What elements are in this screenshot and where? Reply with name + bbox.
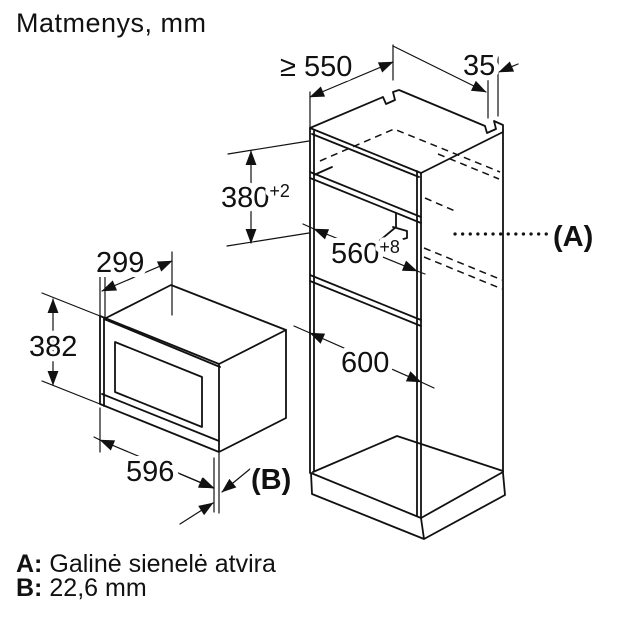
label-niche-height: 380+2	[221, 181, 290, 214]
extension-lines	[226, 140, 310, 247]
cabinet-top-front-edge	[309, 127, 422, 178]
leader-tails	[293, 325, 435, 389]
callout-b-leader-from-label	[221, 468, 251, 493]
dim-appliance-depth	[99, 251, 173, 321]
dimension-lines	[41, 44, 551, 525]
label-niche-height-tolerance: +2	[269, 181, 290, 201]
label-rear-gap: 35	[463, 50, 495, 82]
leader-tails	[302, 223, 426, 275]
cabinet-niche-floor-shelf	[309, 274, 422, 327]
microwave-door-window	[114, 341, 203, 428]
label-min-depth: ≥ 550	[280, 51, 352, 83]
note-a-key: A:	[16, 550, 43, 578]
extension-lines	[487, 56, 499, 119]
cabinet-right-panel-top-edge	[420, 131, 504, 174]
cabinet-drawing	[309, 89, 506, 540]
leader-tail	[93, 436, 101, 441]
cabinet-bottom-and-plinth	[310, 471, 506, 540]
label-niche-width-value: 560	[331, 238, 379, 270]
label-callout-a: (A)	[553, 221, 593, 253]
label-callout-b: (B)	[251, 464, 291, 496]
dim-rear-gap	[392, 45, 519, 119]
label-appliance-height: 382	[29, 331, 77, 363]
dim-niche-height	[226, 140, 310, 247]
hidden-shelf-back-edge-lower	[423, 247, 503, 290]
label-niche-width: 560+8	[331, 237, 400, 270]
microwave-body-top-face	[103, 284, 287, 365]
label-base-width: 600	[341, 347, 389, 379]
dim-min-depth	[309, 44, 394, 130]
dimension-arrow-line	[309, 332, 422, 383]
leader-right-arrow	[498, 61, 519, 73]
microwave-drawing	[99, 284, 287, 453]
microwave-door-inner-edges	[103, 318, 221, 407]
hidden-vent-cutout-edges	[319, 128, 501, 173]
note-a-text: Galinė sienelė atvira	[49, 550, 276, 578]
note-a: A:Galinė sienelė atvira	[16, 550, 276, 578]
callout-b-leader-lower	[179, 502, 214, 525]
label-appliance-width: 596	[126, 456, 174, 488]
dimension-labels: ≥ 550 35 380+2 560+8 600 299 382 596 (A)…	[24, 45, 598, 501]
legend-notes: A:Galinė sienelė atvira B:22,6 mm	[16, 550, 276, 602]
microwave-door-trim-line	[101, 393, 220, 442]
dimension-arrow-line	[101, 260, 173, 292]
dim-base-width	[293, 325, 435, 389]
microwave-body-right-face	[218, 329, 287, 453]
label-niche-width-tolerance: +8	[379, 237, 400, 257]
note-b-key: B:	[16, 574, 43, 602]
hidden-shelf-back-edge-upper	[424, 153, 500, 212]
page-title: Matmenys, mm	[16, 8, 207, 38]
cabinet-floor	[312, 435, 504, 473]
cabinet-top-back-edge-with-notches	[309, 89, 504, 134]
cabinet-upper-shelf	[309, 166, 422, 224]
callout-b-leader-upper	[179, 473, 214, 489]
dim-door-projection	[179, 468, 251, 525]
dimension-arrow-line	[313, 228, 418, 272]
leader-left-arrow	[392, 45, 487, 93]
note-b-text: 22,6 mm	[49, 574, 147, 602]
dim-niche-width	[302, 223, 426, 275]
dim-appliance-height	[41, 292, 101, 405]
label-niche-height-value: 380	[221, 182, 269, 214]
dimension-arrow-line	[309, 61, 394, 98]
note-b: B:22,6 mm	[16, 574, 276, 602]
label-appliance-depth: 299	[96, 247, 144, 279]
